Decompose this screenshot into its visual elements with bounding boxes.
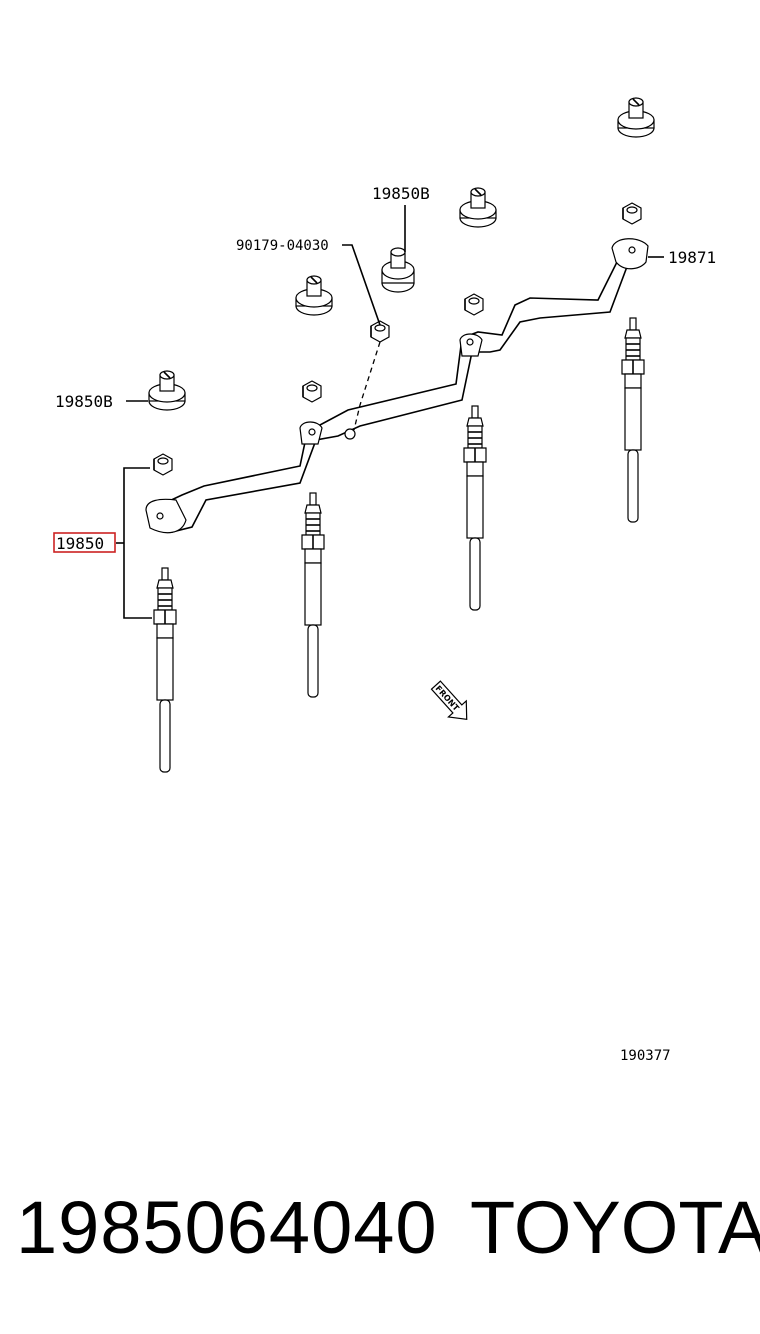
nut-icon [464, 293, 484, 316]
bolt-icon [295, 275, 333, 316]
callout-clip: 19871 [668, 248, 716, 267]
callout-nut-part: 90179-04030 [236, 238, 329, 254]
highlight-box [53, 532, 116, 553]
figure-ref: 190377 [620, 1048, 671, 1064]
glow-plug-icon [301, 492, 325, 698]
front-arrow-icon: FRONT [430, 680, 468, 721]
dashed-leader [353, 341, 381, 431]
bolt-icon [459, 187, 497, 228]
nut-icon [302, 380, 322, 403]
glow-plug-icon [621, 317, 645, 523]
glow-plug-connector-bar [145, 238, 649, 534]
callout-glow-plug: 19850 [56, 534, 104, 553]
nut-icon [153, 453, 173, 476]
glow-plug-icon [153, 567, 177, 773]
nut-icon [622, 202, 642, 225]
bolt-icon [148, 370, 186, 411]
footer-part-number: 1985064040 [16, 1186, 438, 1269]
bolt-icon [617, 97, 655, 138]
callout-bolt-left: 19850B [55, 392, 113, 411]
footer: 1985064040 TOYOTA [0, 1185, 760, 1285]
callout-bolt-top: 19850B [372, 184, 430, 203]
footer-brand: TOYOTA [470, 1186, 760, 1269]
glow-plug-icon [463, 405, 487, 611]
leader-lines [116, 205, 664, 619]
bolt-icon [381, 247, 415, 293]
